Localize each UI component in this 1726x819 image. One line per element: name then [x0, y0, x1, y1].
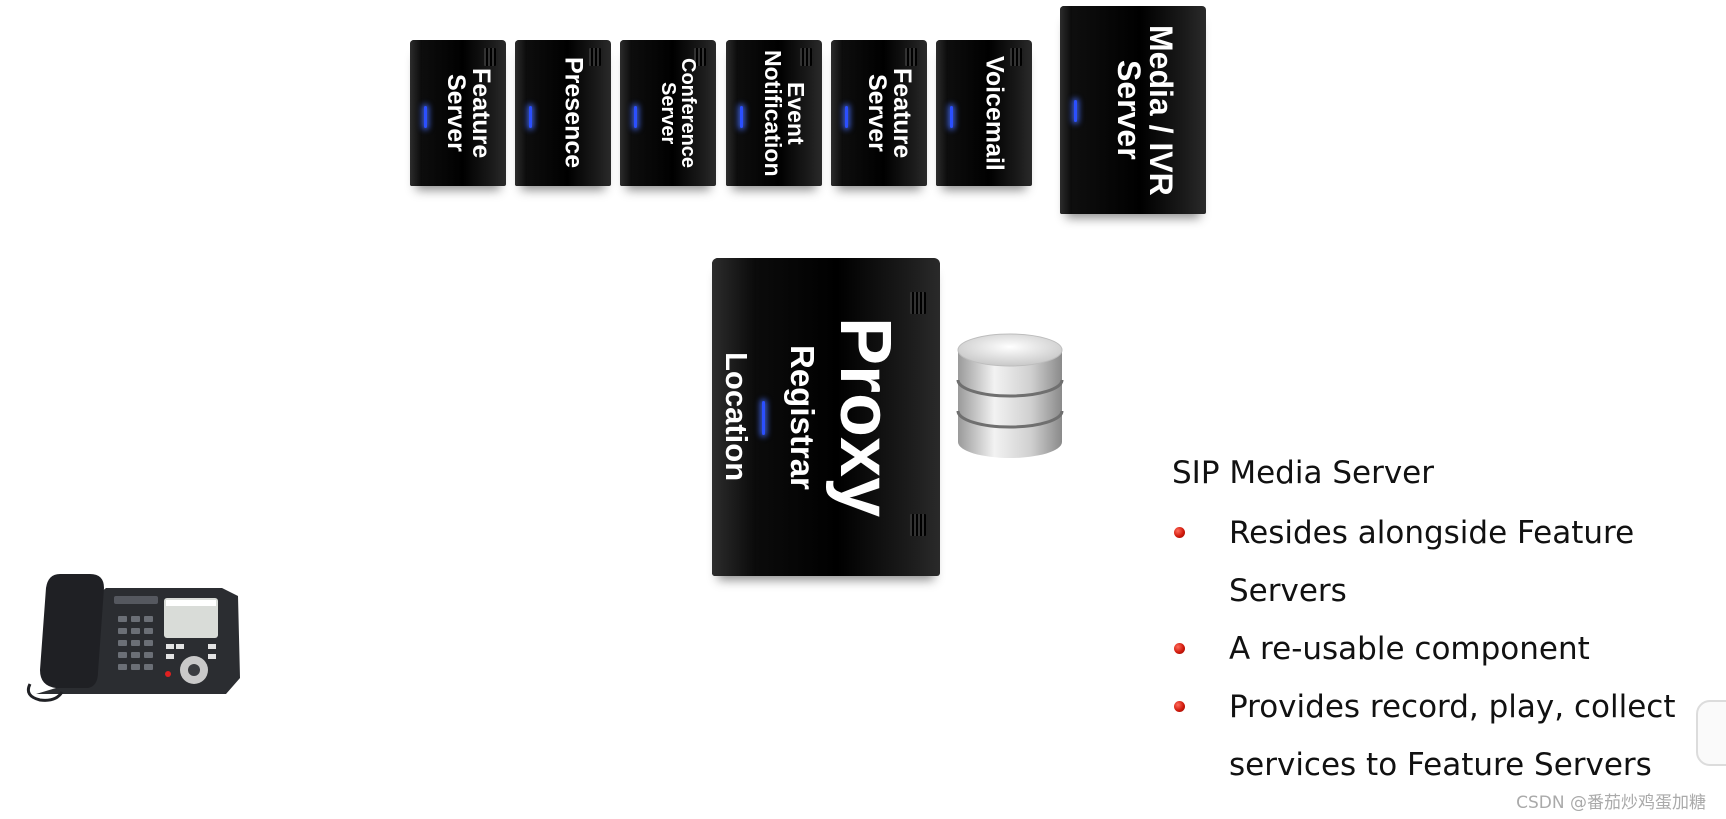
- vent: [905, 48, 917, 66]
- info-panel: SIP Media Server Resides alongside Featu…: [1172, 448, 1692, 794]
- status-led: [950, 105, 953, 128]
- vent: [800, 48, 812, 66]
- vent: [910, 292, 926, 314]
- event-notification-server: Event Notification: [726, 40, 822, 186]
- bullet-icon: [1174, 643, 1185, 654]
- location-label: Location: [719, 352, 754, 482]
- status-led: [1074, 99, 1077, 122]
- server-label: Voicemail: [980, 55, 1009, 171]
- server-label: Feature Server: [442, 67, 495, 159]
- vent: [484, 48, 496, 66]
- registrar-label: Registrar: [784, 344, 821, 490]
- list-item-text: Provides record, play, collect services …: [1229, 689, 1676, 783]
- vent: [694, 48, 706, 66]
- ip-phone-icon: [26, 574, 240, 702]
- server-label: Feature Server: [863, 67, 916, 159]
- vent: [1010, 48, 1022, 66]
- info-title: SIP Media Server: [1172, 455, 1434, 491]
- bullet-icon: [1174, 701, 1185, 712]
- status-led: [424, 105, 427, 128]
- watermark: CSDN @番茄炒鸡蛋加糖: [1516, 793, 1706, 813]
- proxy-server: Proxy Registrar Location: [712, 258, 940, 576]
- vent: [589, 48, 601, 66]
- conference-server: Conference Server: [620, 40, 716, 186]
- status-led: [529, 105, 532, 128]
- list-item: Provides record, play, collect services …: [1172, 678, 1692, 794]
- bullet-icon: [1174, 527, 1185, 538]
- list-item-text: A re-usable component: [1229, 631, 1590, 667]
- voicemail-server: Voicemail: [936, 40, 1032, 186]
- status-led: [762, 401, 765, 436]
- list-item: A re-usable component: [1172, 620, 1692, 678]
- presence-server: Presence: [515, 40, 611, 186]
- server-label: Media / IVR Server: [1111, 24, 1179, 196]
- proxy-label: Proxy: [825, 316, 905, 518]
- list-item: Resides alongside Feature Servers: [1172, 504, 1692, 620]
- status-led: [845, 105, 848, 128]
- edge-widget[interactable]: [1696, 700, 1726, 766]
- status-led: [634, 105, 637, 128]
- server-label: Presence: [559, 57, 588, 169]
- database-icon: [956, 333, 1064, 458]
- list-item-text: Resides alongside Feature Servers: [1229, 515, 1635, 609]
- feature-server-2: Feature Server: [831, 40, 927, 186]
- status-led: [740, 105, 743, 128]
- feature-server-1: Feature Server: [410, 40, 506, 186]
- bullet-list: Resides alongside Feature Servers A re-u…: [1172, 504, 1692, 794]
- media-ivr-server: Media / IVR Server: [1060, 6, 1206, 214]
- vent: [910, 514, 926, 536]
- server-label: Event Notification: [760, 49, 809, 177]
- server-label: Conference Server: [657, 57, 699, 169]
